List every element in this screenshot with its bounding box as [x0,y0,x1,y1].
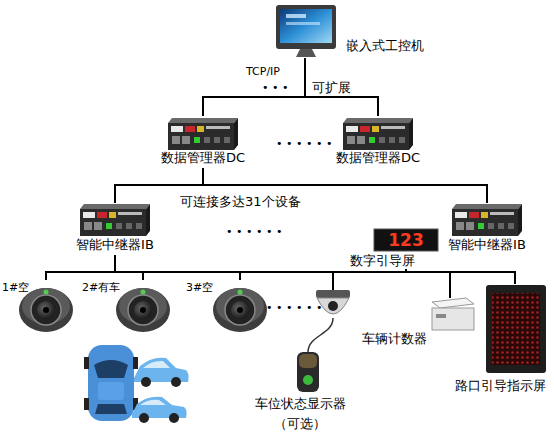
device-label: 车位状态显示器 [240,396,360,412]
parking-sensor [19,288,73,332]
bus-connector [305,58,378,116]
diagram-note: • • • • • • [266,300,322,316]
diagram-note: • • • [262,80,288,96]
device-label: 车辆计数器 [362,331,427,347]
vehicle-counter [432,298,474,330]
device-node: 2#有车 [82,280,172,338]
bus-connector [115,255,515,284]
digital-screen-panel [374,229,438,251]
device-label: 数据管理器DC [148,150,258,166]
repeater-device [452,204,522,236]
device-node: 车辆计数器 [362,298,474,348]
device-label: 123 [374,230,438,250]
intersection-guide-screen [486,285,546,373]
diagram-note: TCP/IP [246,64,280,80]
device-node: 123 数字引导屏 [350,229,442,269]
parking-sensor [116,288,170,332]
bus-connector [46,255,115,280]
diagram-note: 可连接多达31个设备 [180,194,301,210]
device-label: 数据管理器DC [323,150,433,166]
bus-connector [115,255,240,280]
diagram-note: • • • • • • [226,224,282,240]
diagram-note: 可扩展 [312,80,351,96]
cars-illustration [84,345,189,423]
data-manager-device [343,118,413,150]
bus-connector [115,255,143,280]
device-label: 2#有车 [82,280,120,296]
device-node: 数据管理器DC [323,116,433,168]
space-indicator [297,352,319,392]
device-node: 智能中继器IB [432,203,542,255]
device-node: 车位状态显示器 （可选） [240,350,360,436]
device-node: 1#空 [2,280,78,338]
device-label: 3#空 [186,280,213,296]
diagram-note: • • • • • • [276,136,332,152]
device-label: 嵌入式工控机 [346,38,424,54]
device-label: 路口引导指示屏 [448,378,552,394]
device-label: 智能中继器IB [432,237,542,253]
device-node: 智能中继器IB [60,203,170,255]
data-manager-device [168,118,238,150]
device-label: 数字引导屏 [350,253,415,269]
industrial-pc [276,5,336,57]
device-label: （可选） [240,416,360,432]
device-node: 3#空 [186,280,270,338]
device-label: 1#空 [2,280,29,296]
parking-sensor [213,288,267,332]
repeater-device [80,204,150,236]
device-node: 数据管理器DC [148,116,258,168]
device-node: 嵌入式工控机 [274,4,474,58]
device-label: 智能中继器IB [60,237,170,253]
bus-connector [203,58,305,116]
device-node: 路口引导指示屏 [448,284,552,396]
